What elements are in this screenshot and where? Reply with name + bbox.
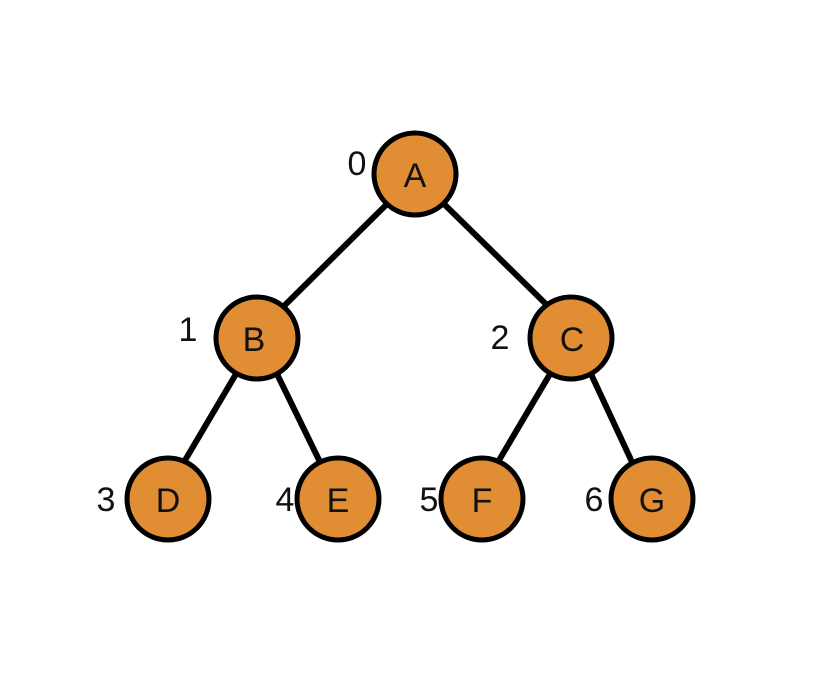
node-circle — [294, 455, 382, 543]
edge-b-d — [181, 372, 239, 464]
node-circle — [371, 130, 459, 218]
node-label: A — [404, 157, 427, 195]
edge-c-g — [588, 372, 635, 464]
node-label: G — [639, 482, 665, 520]
tree-node-g: G 6 — [585, 455, 696, 543]
tree-node-c: C 2 — [491, 294, 615, 382]
node-label: F — [472, 482, 493, 520]
edge-b-e — [274, 372, 323, 464]
edge-c-f — [495, 372, 553, 464]
node-circle — [124, 455, 212, 543]
node-index: 4 — [276, 481, 295, 519]
node-circle — [213, 294, 301, 382]
node-circle — [527, 294, 615, 382]
tree-node-b: B 1 — [179, 294, 301, 382]
node-index: 5 — [420, 481, 439, 519]
edge-a-b — [281, 200, 391, 309]
node-label: E — [327, 482, 350, 520]
edge-a-c — [440, 200, 556, 314]
node-index: 0 — [348, 145, 367, 183]
node-circle — [608, 455, 696, 543]
tree-node-f: F 5 — [420, 455, 526, 543]
tree-node-a: A 0 — [348, 130, 459, 218]
node-label: D — [156, 482, 181, 520]
node-circle — [438, 455, 526, 543]
node-label: C — [560, 321, 585, 359]
node-index: 6 — [585, 481, 604, 519]
node-index: 1 — [179, 311, 198, 349]
tree-node-d: D 3 — [97, 455, 212, 543]
tree-node-e: E 4 — [276, 455, 382, 543]
node-index: 3 — [97, 481, 116, 519]
node-index: 2 — [491, 319, 510, 357]
tree-edges — [181, 200, 635, 464]
node-label: B — [243, 321, 266, 359]
